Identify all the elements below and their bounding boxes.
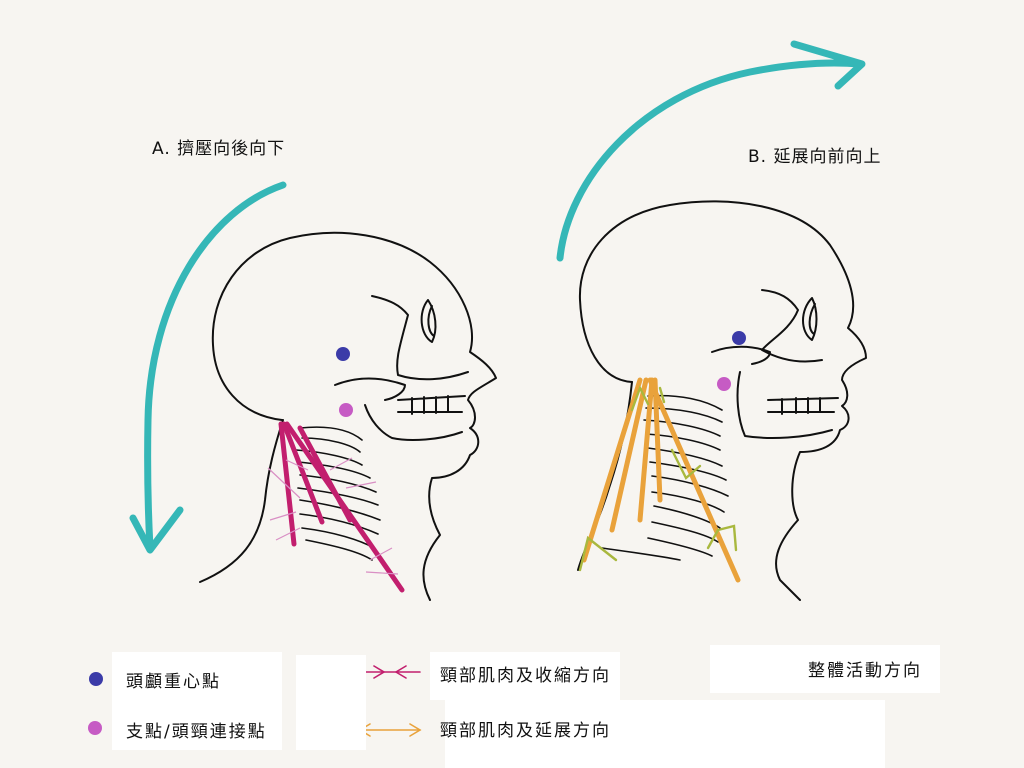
- head-b-eye-socket-inner: [808, 303, 816, 335]
- legend-extension-label: 頸部肌肉及延展方向: [440, 721, 611, 741]
- muscle-b-5: [647, 377, 741, 583]
- pivot-dot-b: [717, 377, 731, 391]
- fiber-b-3: [578, 535, 618, 572]
- legend-bg-5: [710, 645, 940, 693]
- head-a-cheek: [371, 295, 469, 381]
- caption-panel-b: B. 延展向前向上: [748, 147, 882, 167]
- legend-center-of-gravity-dot: [89, 672, 103, 686]
- muscle-b-3: [637, 377, 655, 523]
- head-a-eye-socket-inner: [427, 305, 435, 337]
- muscle-b-2: [609, 377, 649, 533]
- head-b-teeth: [767, 397, 839, 415]
- legend-pivot-dot: [88, 721, 102, 735]
- fiber-b-1: [630, 384, 666, 412]
- muscles-a-contraction: [278, 421, 405, 593]
- head-a-cranium: [211, 231, 497, 601]
- head-b-cranium: [578, 200, 867, 601]
- center-of-gravity-dot-b: [732, 331, 746, 345]
- legend-contraction-label: 頸部肌肉及收縮方向: [440, 666, 611, 686]
- muscles-b-extension: [581, 377, 741, 583]
- head-b-cheek: [761, 289, 823, 363]
- muscles-a-fibers: [267, 457, 399, 575]
- fiber-a-1: [267, 457, 399, 575]
- movement-arrow-b-curve: [556, 59, 864, 262]
- muscle-b-1: [581, 377, 643, 563]
- legend-bg-2: [296, 655, 366, 750]
- muscle-b-4: [652, 377, 663, 503]
- center-of-gravity-dot-a: [336, 347, 350, 361]
- legend-movement-label: 整體活動方向: [808, 661, 922, 681]
- muscle-a-2: [281, 421, 325, 525]
- caption-panel-a: A. 擠壓向後向下: [152, 139, 286, 159]
- legend-pivot-label: 支點/頭頸連接點: [126, 722, 267, 742]
- legend-extension-symbol: [358, 723, 422, 737]
- movement-arrow-b-head: [790, 40, 866, 90]
- fiber-b-4: [706, 524, 738, 552]
- head-b-temporal: [711, 345, 771, 365]
- legend-bg-1: [112, 652, 282, 750]
- pivot-dot-a: [339, 403, 353, 417]
- muscle-a-1: [278, 421, 297, 547]
- legend-center-of-gravity-label: 頭顱重心點: [126, 672, 221, 692]
- muscle-a-4: [297, 425, 353, 523]
- head-b-jaw: [736, 371, 833, 439]
- head-b-eye-socket: [802, 297, 818, 341]
- movement-arrow-a: [129, 181, 287, 554]
- head-a-teeth: [397, 395, 466, 415]
- head-a-temporal: [334, 377, 406, 401]
- head-a-eye-socket: [420, 299, 437, 343]
- head-a-jaw: [364, 404, 463, 441]
- fiber-b-2: [670, 448, 702, 480]
- legend-contraction-symbol: [359, 665, 421, 679]
- movement-arrow-a-curve: [144, 181, 287, 552]
- muscles-b-fibers: [578, 384, 738, 572]
- movement-arrow-b: [556, 40, 866, 262]
- legend-bg-3: [430, 652, 620, 700]
- head-a-neck-back: [199, 419, 284, 583]
- legend-bg-4: [445, 700, 885, 768]
- movement-arrow-a-head: [129, 506, 184, 554]
